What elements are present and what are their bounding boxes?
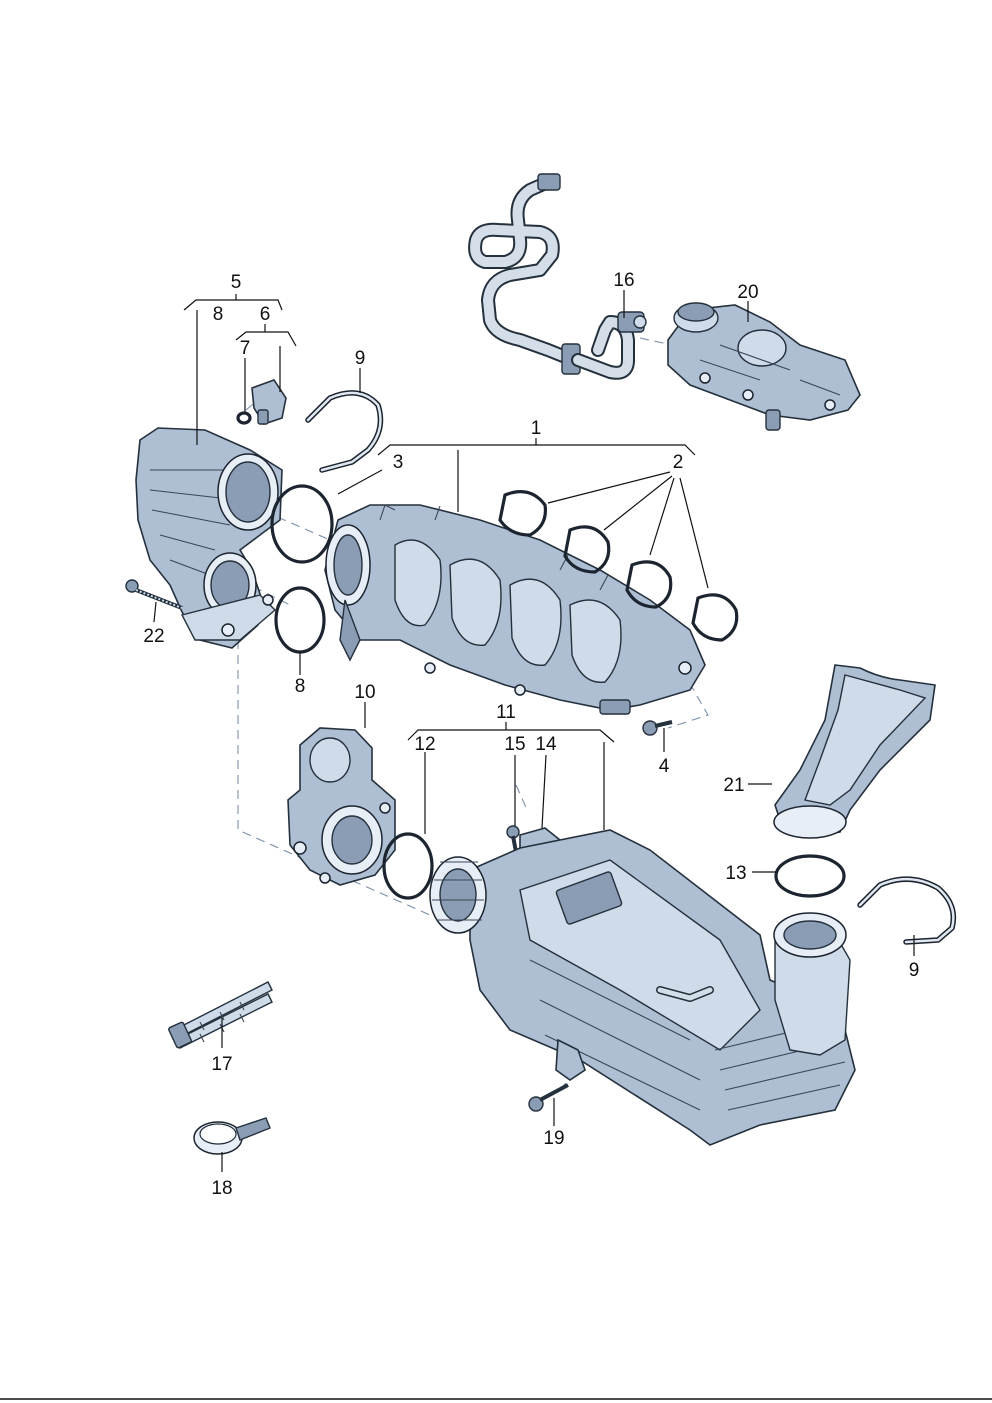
pressure-sensor [251, 379, 287, 425]
retaining-clip-lower [857, 876, 957, 945]
callout-4: 4 [659, 756, 670, 777]
callout-18: 18 [211, 1178, 232, 1199]
callout-8-upper: 8 [213, 304, 224, 325]
bolt-4 [642, 720, 673, 736]
callout-13: 13 [725, 863, 746, 884]
callout-10: 10 [354, 682, 375, 703]
callout-12: 12 [414, 734, 435, 755]
bolt-15 [506, 825, 520, 853]
seal-ring-13 [774, 854, 846, 898]
callout-2: 2 [673, 452, 684, 473]
callout-16: 16 [613, 270, 634, 291]
sensor-o-ring [236, 411, 252, 425]
bolt-19 [528, 1083, 569, 1112]
callout-9-lower: 9 [909, 960, 920, 981]
callout-labels: 1 2 3 4 5 6 7 8 8 9 9 10 11 12 13 14 15 … [143, 270, 919, 1199]
callout-1: 1 [531, 418, 542, 439]
leader-lines [153, 290, 915, 1172]
callout-9-upper: 9 [355, 348, 366, 369]
breather-connector [617, 311, 647, 333]
hose-clamp [193, 1117, 271, 1155]
callout-14: 14 [535, 734, 557, 755]
charge-air-pipe [135, 427, 283, 649]
manifold-gaskets [498, 490, 739, 642]
callout-15: 15 [504, 734, 525, 755]
seal-ring-8 [274, 586, 326, 654]
retaining-clip-upper [305, 390, 384, 473]
callout-7: 7 [240, 338, 251, 359]
callout-21: 21 [723, 775, 744, 796]
throttle-valve-module [287, 727, 396, 886]
callout-3: 3 [393, 452, 404, 473]
breather-hose [468, 173, 635, 380]
air-duct [773, 664, 936, 839]
bolt-22 [125, 579, 183, 610]
callout-22: 22 [143, 626, 164, 647]
pressure-regulating-valve [667, 302, 861, 431]
intake-manifold [324, 504, 706, 715]
callout-8-lower: 8 [295, 676, 306, 697]
callout-17: 17 [211, 1054, 232, 1075]
callout-20: 20 [737, 282, 758, 303]
charge-air-cooler [429, 829, 856, 1146]
callout-6: 6 [260, 304, 271, 325]
callout-5: 5 [231, 272, 242, 293]
callout-11: 11 [496, 702, 516, 723]
seal-ring-12 [382, 832, 434, 900]
cable-ties [168, 981, 273, 1049]
seal-ring-3 [270, 484, 334, 564]
callout-19: 19 [543, 1128, 564, 1149]
